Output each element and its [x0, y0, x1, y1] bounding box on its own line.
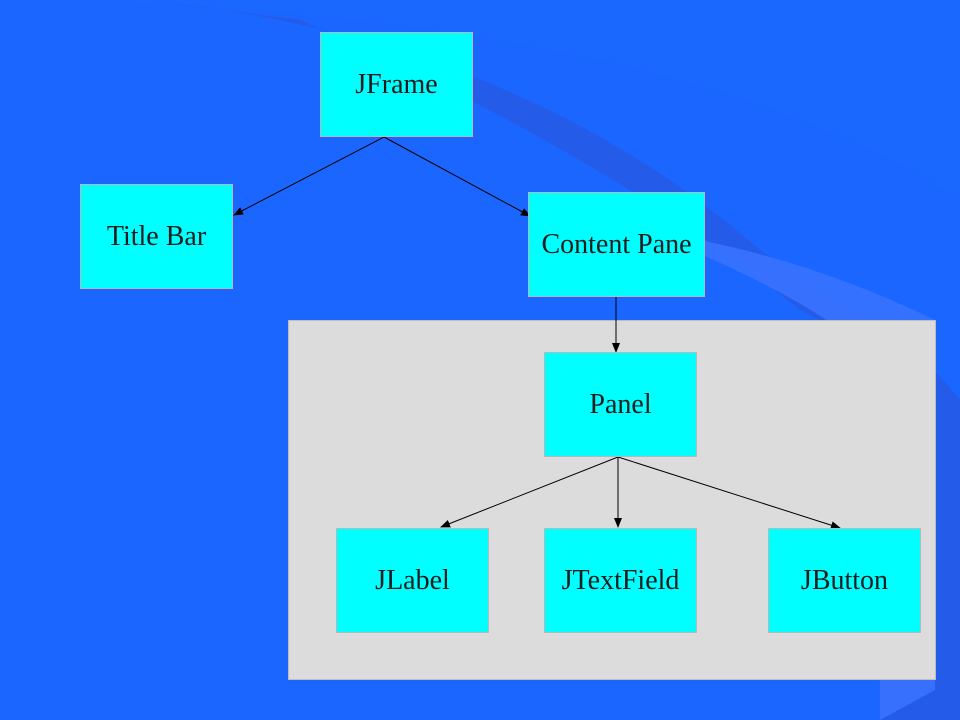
node-title-bar-label: Title Bar	[106, 220, 207, 252]
node-panel-label: Panel	[589, 388, 652, 420]
node-content-pane-label: Content Pane	[541, 228, 692, 260]
node-jtextfield-label: JTextField	[561, 564, 680, 596]
node-jframe-label: JFrame	[355, 68, 438, 100]
node-jframe: JFrame	[320, 32, 473, 137]
node-content-pane: Content Pane	[528, 192, 705, 297]
node-jtextfield: JTextField	[544, 528, 697, 633]
node-jbutton-label: JButton	[800, 564, 889, 596]
node-jbutton: JButton	[768, 528, 921, 633]
node-title-bar: Title Bar	[80, 184, 233, 289]
node-jlabel: JLabel	[336, 528, 489, 633]
node-jlabel-label: JLabel	[375, 564, 450, 596]
node-panel: Panel	[544, 352, 697, 457]
